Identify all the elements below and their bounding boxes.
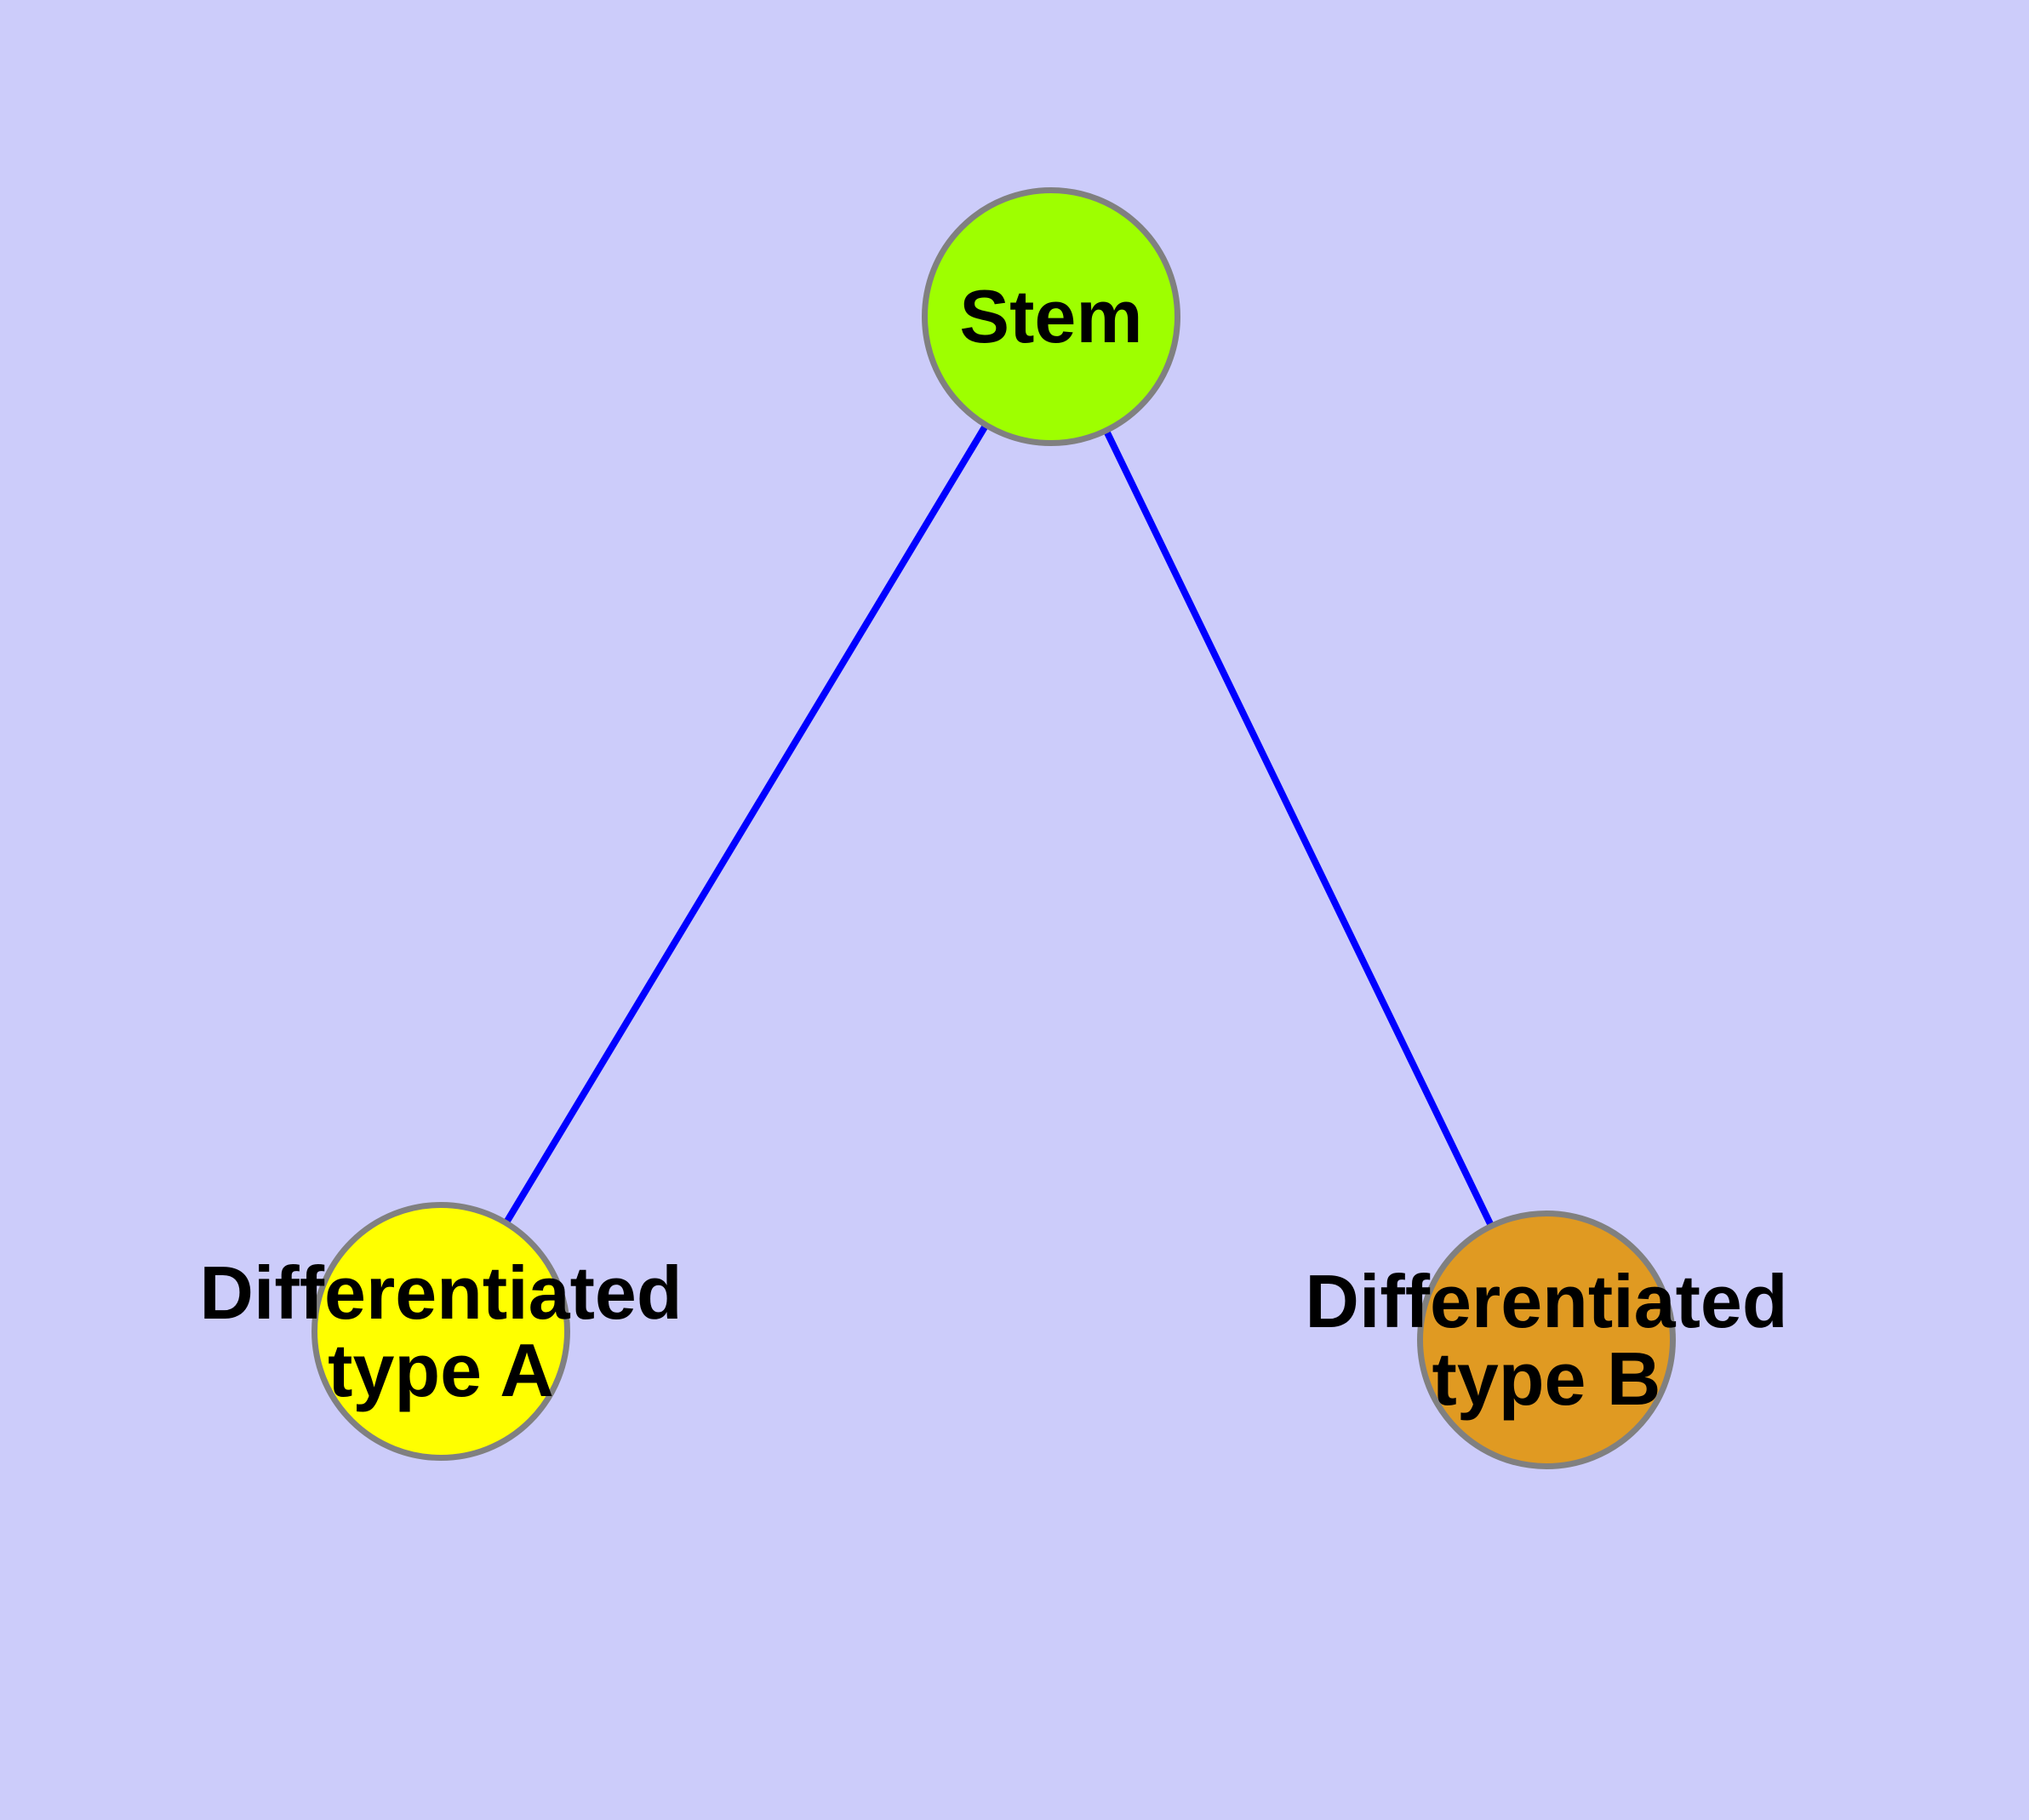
graph-node-diff_b[interactable] [1417,1210,1676,1469]
graph-node-stem[interactable] [922,187,1180,446]
graph-edge-stem-to-b[interactable] [1048,315,1550,1342]
graph-edge-stem-to-a[interactable] [437,314,1055,1334]
graph-node-diff_a[interactable] [311,1202,570,1461]
